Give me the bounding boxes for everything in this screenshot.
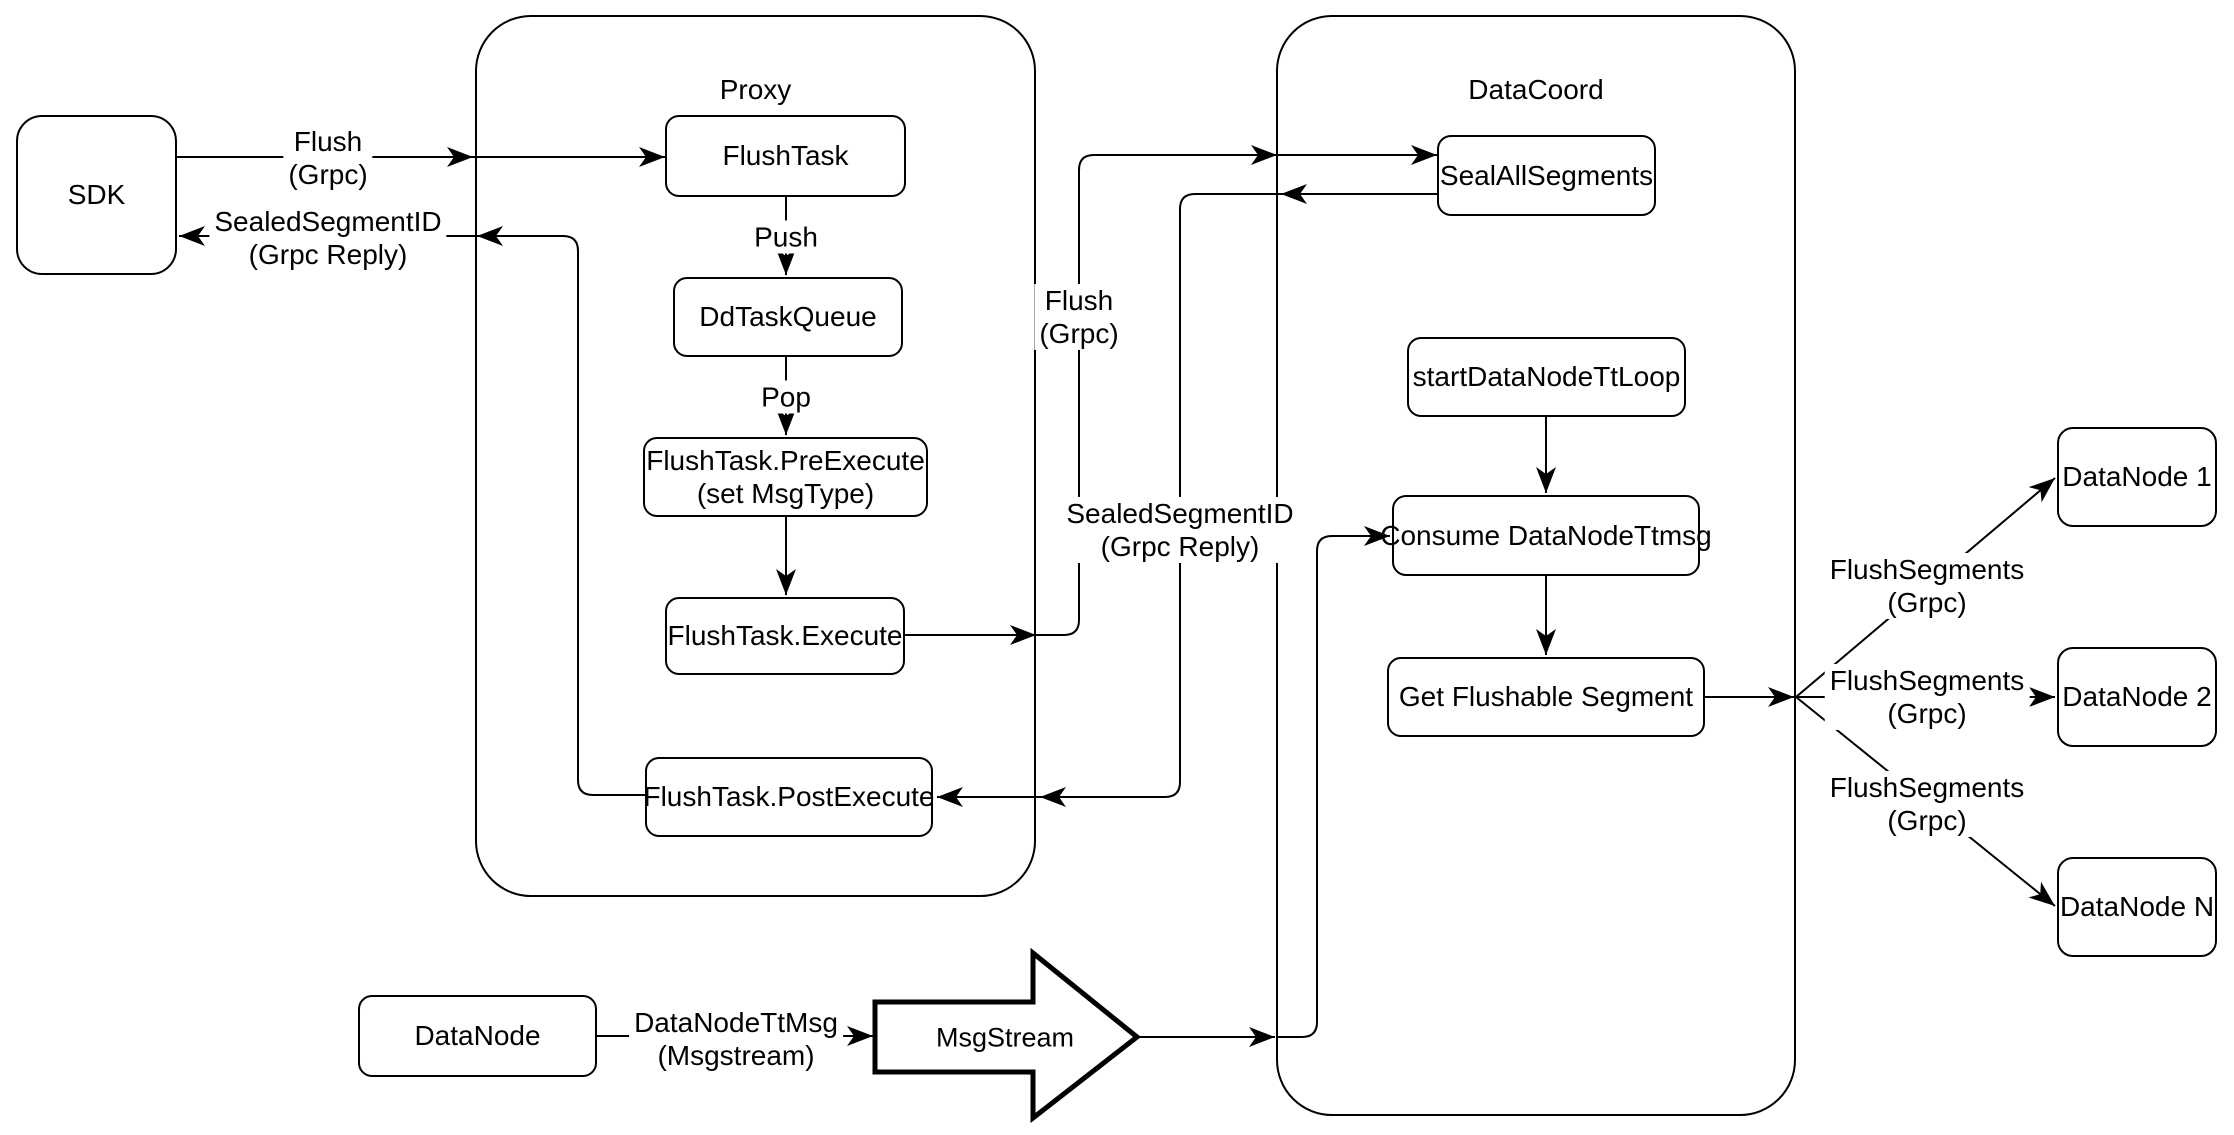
node-flushtask-label: FlushTask xyxy=(722,140,849,172)
edge-postexecute-to-proxyedge xyxy=(477,226,645,796)
node-datanode-2: DataNode 2 xyxy=(2057,647,2217,747)
node-ddtaskqueue: DdTaskQueue xyxy=(673,277,903,357)
msgstream-arrow-shape xyxy=(872,947,1142,1124)
node-datanode-1-label: DataNode 1 xyxy=(2062,461,2212,493)
node-getflushablesegment: Get Flushable Segment xyxy=(1387,657,1705,737)
proxy-container: Proxy xyxy=(475,15,1036,897)
edge-label-flush-grpc-sdk: Flush (Grpc) xyxy=(283,124,373,192)
node-postexecute-label: FlushTask.PostExecute xyxy=(643,781,935,813)
datacoord-container: DataCoord xyxy=(1276,15,1796,1116)
node-consumedatanodettmsg-label: Consume DataNodeTtmsg xyxy=(1380,519,1712,551)
node-startdatanodettloop: startDataNodeTtLoop xyxy=(1407,337,1686,417)
node-flushtask: FlushTask xyxy=(665,115,906,197)
node-sealallsegments-label: SealAllSegments xyxy=(1439,159,1654,191)
edge-label-flushsegments-3: FlushSegments (Grpc) xyxy=(1824,770,2030,838)
node-preexecute: FlushTask.PreExecute (set MsgType) xyxy=(643,437,928,517)
node-datanode-1: DataNode 1 xyxy=(2057,427,2217,527)
node-datanode-2-label: DataNode 2 xyxy=(2062,681,2212,713)
node-sealallsegments: SealAllSegments xyxy=(1437,135,1656,216)
datacoord-container-title: DataCoord xyxy=(1468,74,1604,105)
node-datanode-n: DataNode N xyxy=(2057,857,2217,957)
edge-label-flush-grpc-datacoord: Flush (Grpc) xyxy=(1034,283,1124,351)
node-startdatanodettloop-label: startDataNodeTtLoop xyxy=(1412,361,1681,393)
edge-datacoordedge-to-proxyedge xyxy=(1040,193,1281,807)
edge-label-sealedsegmentid-proxy: SealedSegmentID (Grpc Reply) xyxy=(1061,496,1299,564)
node-execute-label: FlushTask.Execute xyxy=(667,620,903,652)
proxy-container-title: Proxy xyxy=(719,74,792,105)
edge-proxyedge-to-datacoord xyxy=(1036,145,1277,636)
node-consumedatanodettmsg: Consume DataNodeTtmsg xyxy=(1380,495,1712,576)
edge-label-flushsegments-2: FlushSegments (Grpc) xyxy=(1824,663,2030,731)
node-datanode-n-label: DataNode N xyxy=(2059,891,2215,923)
edge-label-sealedsegmentid-sdk: SealedSegmentID (Grpc Reply) xyxy=(209,204,447,272)
node-execute: FlushTask.Execute xyxy=(665,597,905,675)
node-datanode-source-label: DataNode xyxy=(414,1020,541,1052)
edge-label-datanodettmsg: DataNodeTtMsg (Msgstream) xyxy=(629,1005,843,1073)
edge-label-pop: Pop xyxy=(756,380,816,414)
edge-datacoordedge-to-consume xyxy=(1277,526,1390,1038)
node-sdk: SDK xyxy=(16,115,177,275)
node-datanode-source: DataNode xyxy=(358,995,597,1077)
node-postexecute: FlushTask.PostExecute xyxy=(643,757,935,837)
node-sdk-label: SDK xyxy=(67,179,126,211)
edge-label-flushsegments-1: FlushSegments (Grpc) xyxy=(1824,552,2030,620)
node-preexecute-label: FlushTask.PreExecute (set MsgType) xyxy=(646,444,925,509)
node-getflushablesegment-label: Get Flushable Segment xyxy=(1398,681,1694,713)
msgstream-label: MsgStream xyxy=(935,1022,1075,1053)
node-ddtaskqueue-label: DdTaskQueue xyxy=(699,301,877,333)
edge-label-push: Push xyxy=(749,220,823,254)
